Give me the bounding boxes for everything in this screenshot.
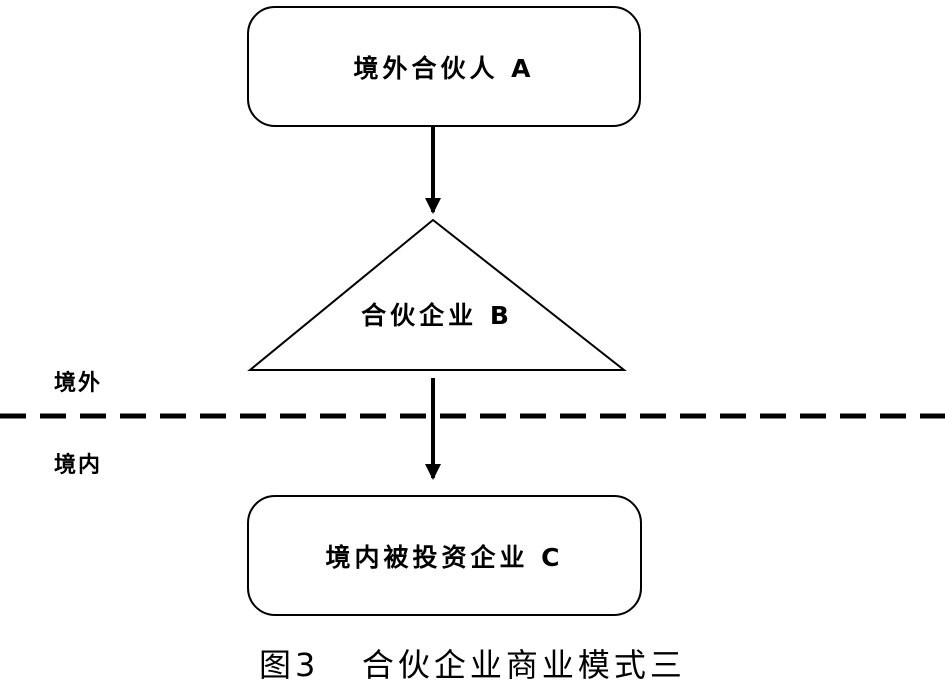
domestic-investee-c-label: 境内被投资企业 C: [325, 542, 564, 572]
domestic-investee-c-box: 境内被投资企业 C: [247, 495, 642, 616]
region-inside-label: 境内: [54, 453, 103, 478]
partnership-b-triangle: [247, 218, 627, 371]
foreign-partner-a-box: 境外合伙人 A: [247, 6, 641, 127]
arrow-a-to-b-head: [425, 198, 441, 214]
arrow-b-to-c-head: [425, 464, 441, 480]
foreign-partner-a-label: 境外合伙人 A: [353, 53, 535, 83]
region-outside-label: 境外: [54, 371, 103, 396]
partnership-b-label: 合伙企业 B: [361, 301, 513, 330]
figure-caption: 图3 合伙企业商业模式三: [259, 646, 686, 684]
